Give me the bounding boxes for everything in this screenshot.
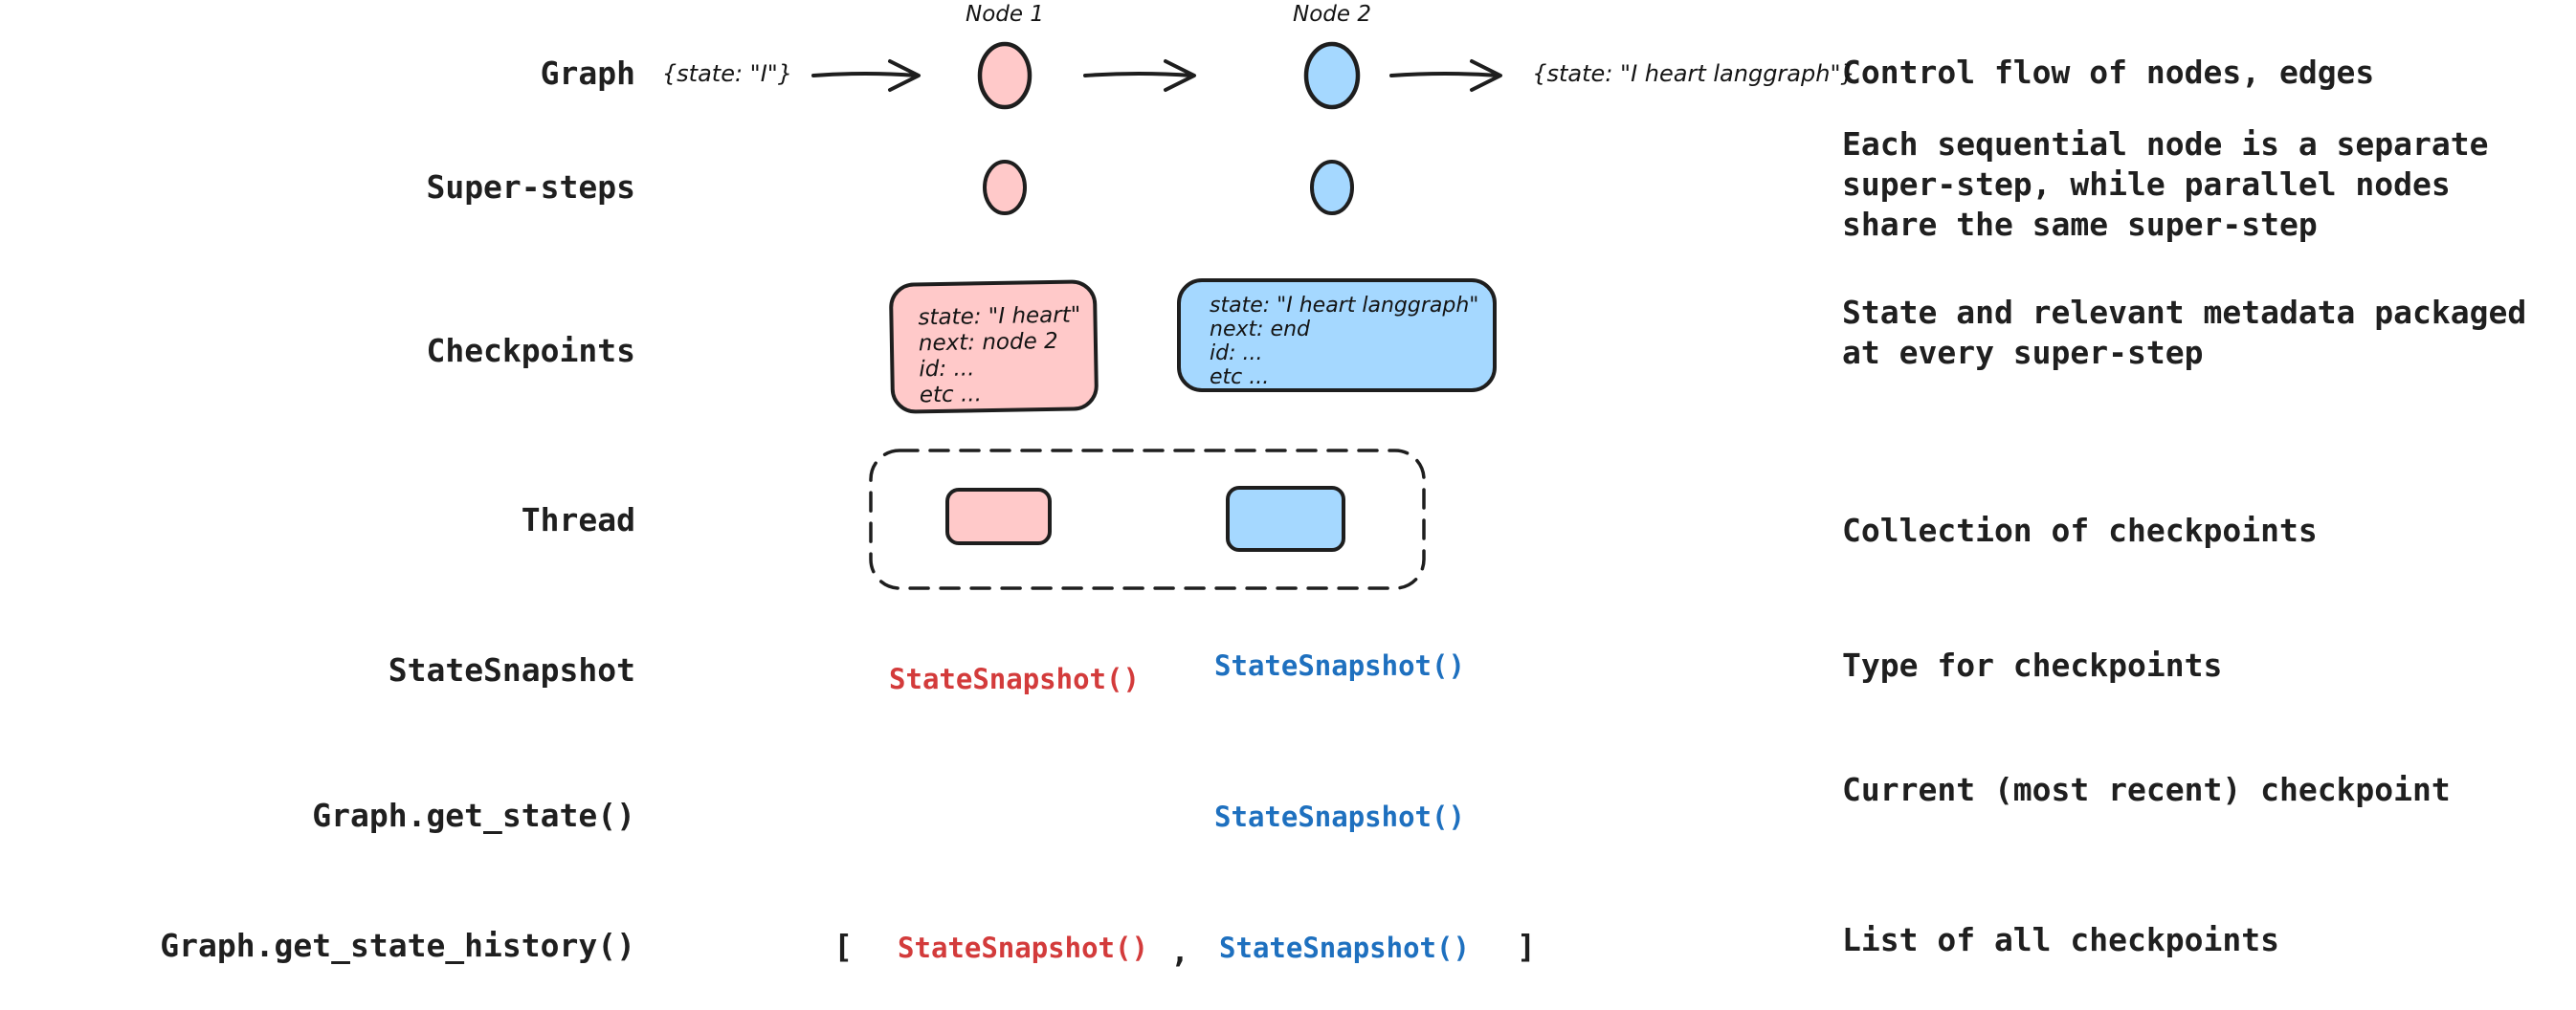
row-label-thread: Thread [521, 501, 635, 538]
super-step2-circle [1310, 160, 1354, 215]
row-description-super-steps: Each sequential node is a separate super… [1842, 125, 2489, 243]
row-label-statesnapshot: StateSnapshot [388, 651, 635, 689]
thread-checkpoint-blue [1226, 486, 1345, 552]
node2-label: Node 2 [1293, 2, 1371, 27]
thread-dashed-box [869, 449, 1426, 590]
statesnapshot-red: StateSnapshot() [889, 663, 1140, 695]
checkpoint-box-blue: state: "I heart langgraph" next: end id:… [1177, 278, 1497, 392]
statesnapshot-blue: StateSnapshot() [1214, 649, 1465, 682]
arrow-input-to-node1 [811, 59, 921, 92]
row-label-get-state: Graph.get_state() [312, 797, 635, 834]
history-list-close-bracket: ] [1517, 928, 1536, 965]
row-label-super-steps: Super-steps [426, 168, 635, 206]
get-state-result: StateSnapshot() [1214, 801, 1465, 833]
node1-label: Node 1 [966, 2, 1044, 27]
checkpoint-box-pink-text: state: "I heart" next: node 2 id: ... et… [918, 302, 1081, 408]
row-description-get-state-history: List of all checkpoints [1842, 921, 2279, 958]
history-list-open-bracket: [ [833, 928, 853, 965]
output-state-text: {state: "I heart langgraph"} [1532, 60, 1855, 87]
history-statesnapshot-blue: StateSnapshot() [1219, 932, 1470, 964]
history-list-comma: , [1170, 933, 1189, 970]
row-label-checkpoints: Checkpoints [426, 332, 635, 369]
input-state-text: {state: "I"} [661, 60, 793, 87]
row-description-get-state: Current (most recent) checkpoint [1842, 771, 2451, 808]
row-label-graph: Graph [540, 55, 635, 92]
row-description-thread: Collection of checkpoints [1842, 512, 2318, 549]
node2-circle [1303, 41, 1361, 110]
row-description-statesnapshot: Type for checkpoints [1842, 647, 2223, 684]
checkpoint-box-pink: state: "I heart" next: node 2 id: ... et… [888, 279, 1099, 414]
history-statesnapshot-red: StateSnapshot() [898, 932, 1148, 964]
row-description-graph: Control flow of nodes, edges [1842, 54, 2375, 91]
super-step1-circle [983, 160, 1027, 215]
arrow-node1-to-node2 [1083, 59, 1196, 92]
row-label-get-state-history: Graph.get_state_history() [160, 927, 635, 964]
arrow-node2-to-output [1389, 59, 1502, 92]
row-description-checkpoints: State and relevant metadata packaged at … [1842, 294, 2527, 371]
checkpoint-box-blue-text: state: "I heart langgraph" next: end id:… [1210, 294, 1479, 389]
thread-checkpoint-pink [945, 488, 1052, 545]
node1-circle [977, 41, 1033, 110]
